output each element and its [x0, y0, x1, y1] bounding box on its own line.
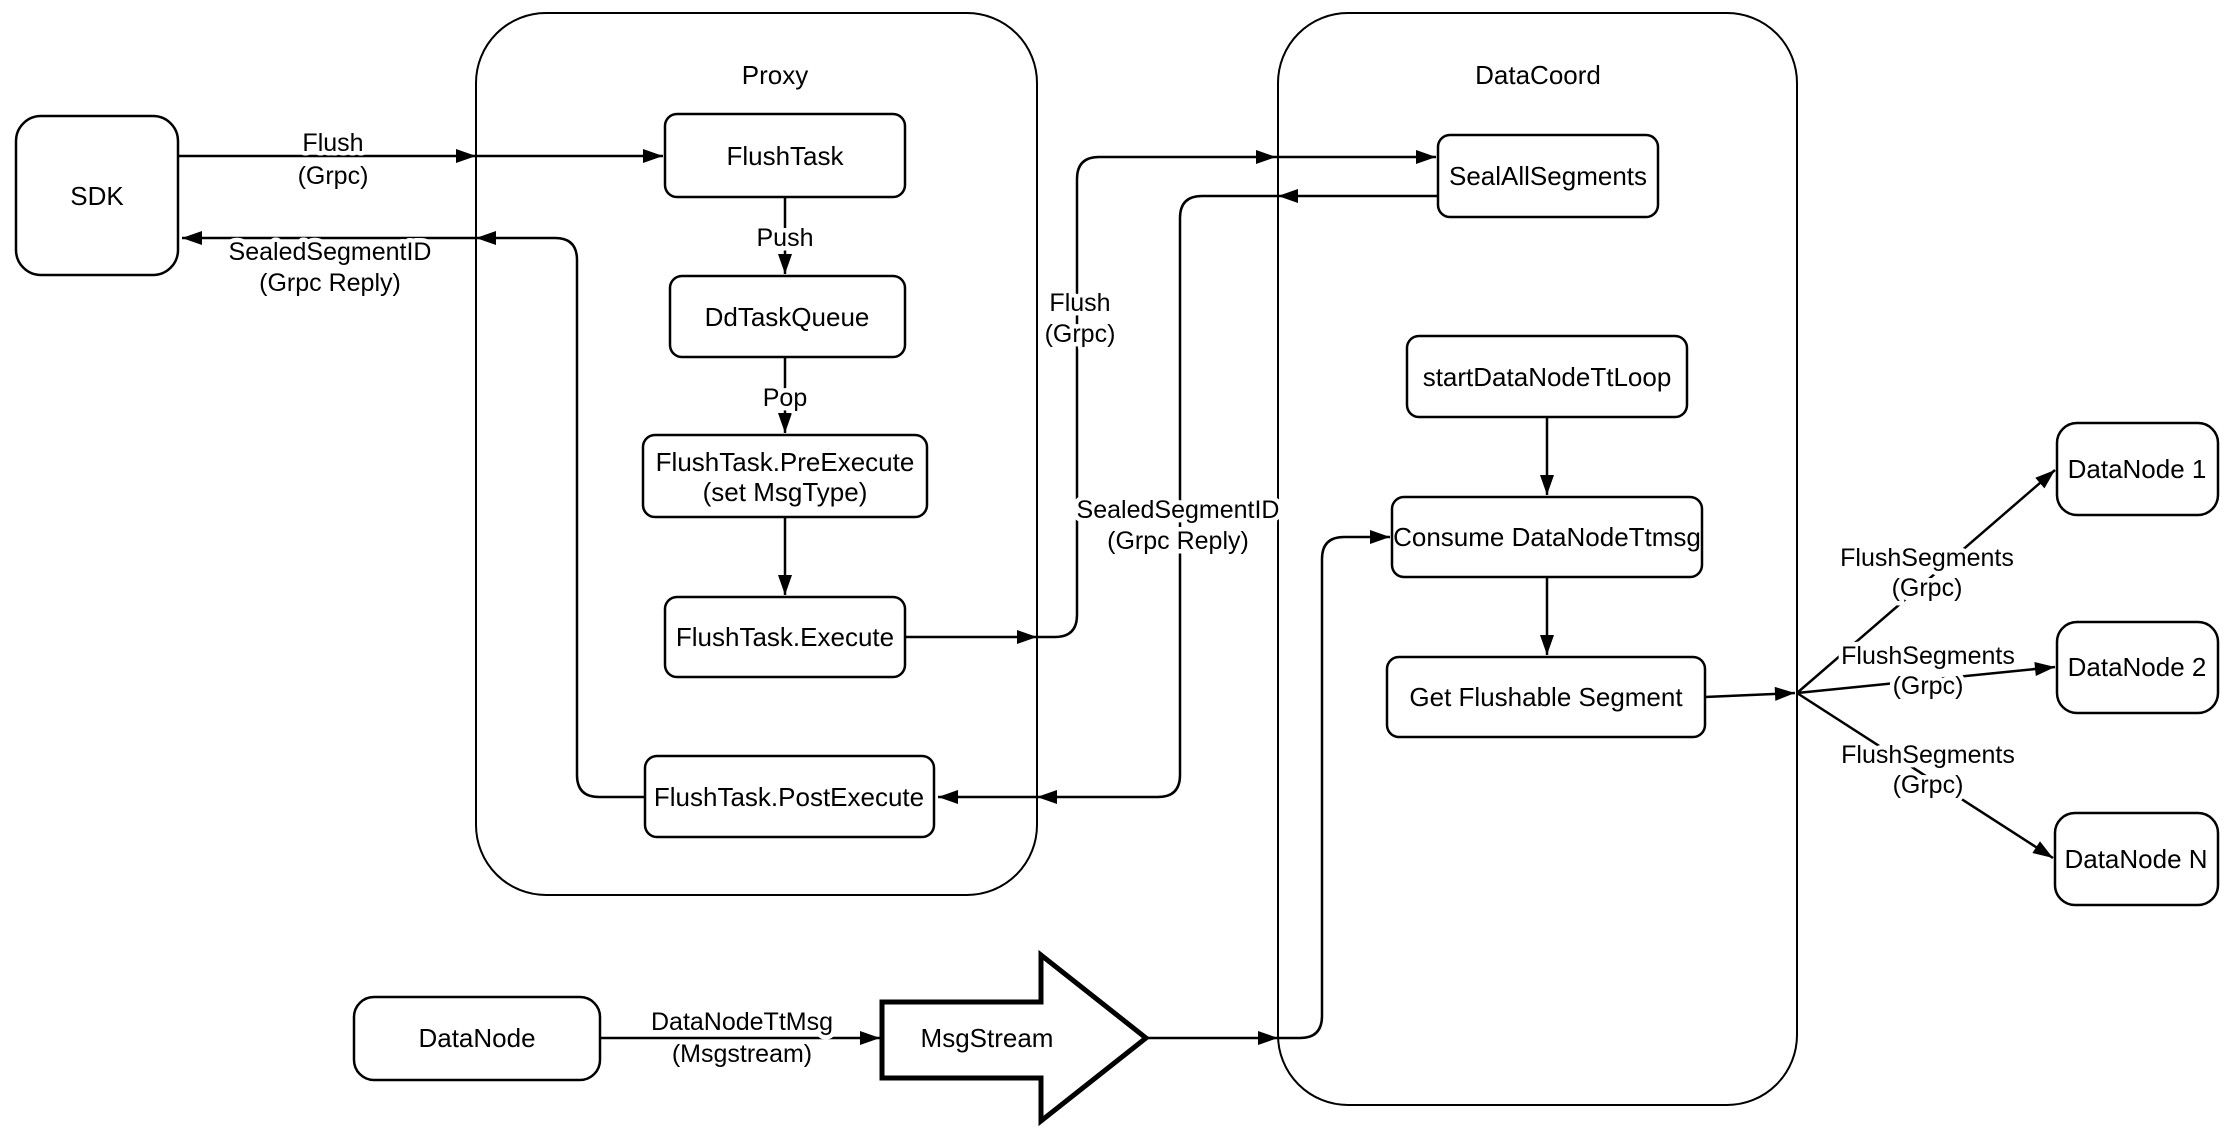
node-datanode-n	[2053, 811, 2220, 907]
edge-label-sealedsegmentid-mid-line2: (Grpc Reply)	[1107, 527, 1249, 555]
edge-junction-to-datanode1	[1796, 469, 2056, 694]
edge-label-flushsegments-2-line1: FlushSegments	[1841, 642, 2015, 670]
arrowhead-proxy-right-edge-return-icon	[1037, 790, 1057, 804]
node-consumedatanodettmsg-label: Consume DataNodeTtmsg	[1393, 522, 1701, 552]
node-ddtaskqueue-label: DdTaskQueue	[705, 302, 870, 332]
node-sdk	[14, 114, 180, 277]
node-preexecute	[641, 433, 929, 519]
arrowhead-datacoord-edge-out-icon	[1278, 189, 1298, 203]
node-msgstream-label: MsgStream	[921, 1023, 1054, 1053]
datacoord-title: DataCoord	[1475, 60, 1601, 90]
arrowhead-proxy-edge-out-icon	[476, 231, 496, 245]
proxy-title: Proxy	[742, 60, 808, 90]
node-execute	[663, 595, 907, 679]
edge-label-flush-grpc-mid-line1: Flush	[1049, 289, 1110, 317]
edge-junction-to-datanode2	[1796, 662, 2056, 695]
node-ddtaskqueue	[668, 274, 907, 359]
node-preexecute-label-line1: FlushTask.PreExecute	[656, 447, 915, 477]
arrowhead-datacoord-edge-msgstream-icon	[1258, 1031, 1278, 1045]
node-preexecute-label-line2: (set MsgType)	[703, 477, 868, 507]
edge-msgstream-to-consume	[1146, 530, 1390, 1040]
node-execute-label: FlushTask.Execute	[676, 622, 894, 652]
edge-postexecute-to-sdk	[182, 231, 645, 799]
edge-label-sealedsegmentid-sdk-line1: SealedSegmentID	[229, 238, 432, 266]
node-consumedatanodettmsg	[1390, 495, 1704, 579]
arrowhead-proxy-edge-in-icon	[456, 149, 476, 163]
node-flushtask	[663, 112, 907, 199]
edge-label-push: Push	[757, 224, 814, 252]
edge-label-flushsegments-1-line2: (Grpc)	[1892, 574, 1963, 602]
node-datanode-1-label: DataNode 1	[2068, 454, 2207, 484]
edge-label-flushsegments-3-line1: FlushSegments	[1841, 741, 2015, 769]
node-datanode-label: DataNode	[418, 1023, 535, 1053]
node-sealallsegments	[1436, 133, 1660, 219]
node-startdatanodettloop	[1405, 334, 1689, 419]
node-postexecute	[643, 754, 936, 839]
edge-sealallsegments-to-postexecute	[938, 194, 1438, 804]
node-startdatanodettloop-label: startDataNodeTtLoop	[1423, 362, 1672, 392]
edge-label-sealedsegmentid-sdk-line2: (Grpc Reply)	[259, 269, 401, 297]
node-getflushablesegment	[1385, 655, 1707, 739]
node-flushtask-label: FlushTask	[726, 141, 844, 171]
edge-label-sealedsegmentid-mid-line1: SealedSegmentID	[1077, 496, 1280, 524]
node-datanode-2	[2055, 620, 2220, 715]
edge-label-flush-grpc-mid-line2: (Grpc)	[1045, 320, 1116, 348]
node-getflushablesegment-label: Get Flushable Segment	[1409, 682, 1683, 712]
edge-junction-to-datanoden	[1796, 691, 2054, 860]
edge-label-flush-grpc-sdk-line1: Flush	[302, 129, 363, 157]
arrowhead-datacoord-edge-in-icon	[1256, 150, 1276, 164]
node-msgstream-arrow	[879, 949, 1151, 1127]
edge-label-datanodettmsg-line1: DataNodeTtMsg	[651, 1008, 833, 1036]
edge-label-flushsegments-2-line2: (Grpc)	[1893, 672, 1964, 700]
edge-getflushable-to-junction	[1704, 686, 1796, 701]
node-datanode	[352, 995, 602, 1082]
node-datanode-n-label: DataNode N	[2064, 844, 2207, 874]
node-datanode-2-label: DataNode 2	[2068, 652, 2207, 682]
edge-label-datanodettmsg-line2: (Msgstream)	[672, 1040, 812, 1068]
edge-execute-to-sealallsegments	[905, 150, 1436, 639]
edge-label-flushsegments-1-line1: FlushSegments	[1840, 544, 2014, 572]
node-sdk-label: SDK	[70, 181, 124, 211]
node-datanode-1	[2055, 421, 2220, 517]
edge-label-flushsegments-3-line2: (Grpc)	[1893, 771, 1964, 799]
node-sealallsegments-label: SealAllSegments	[1449, 161, 1647, 191]
arrowhead-proxy-right-edge-icon	[1017, 630, 1037, 644]
edge-label-flush-grpc-sdk-line2: (Grpc)	[298, 162, 369, 190]
node-postexecute-label: FlushTask.PostExecute	[654, 782, 924, 812]
edge-label-pop: Pop	[763, 384, 807, 412]
